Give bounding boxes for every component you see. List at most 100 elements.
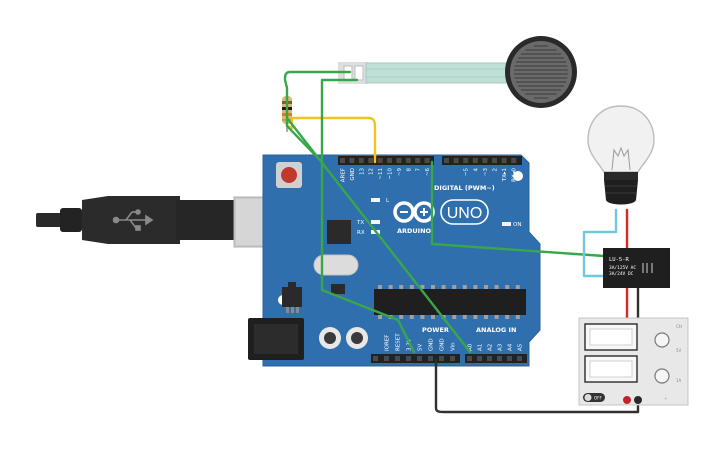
force-sensor-icon [505,36,577,108]
crystal-oscillator [313,254,359,276]
power-pin-label: GND [440,338,446,351]
top-pin-label: 4 [473,168,479,172]
analog-pin-label: A0 [468,343,474,351]
header-pin[interactable] [384,356,389,361]
header-pin[interactable] [453,158,459,163]
supply-positive-terminal[interactable] [623,396,631,404]
top-pin-label: ~3 [483,168,489,177]
header-pin[interactable] [373,356,378,361]
top-pin-label: ~6 [425,168,431,177]
mcu-pin [505,315,510,319]
force-sensor[interactable] [338,36,577,108]
wire-green-5v[interactable] [285,116,472,354]
header-pin[interactable] [450,356,455,361]
header-pin[interactable] [472,158,478,163]
top-pin-label: 7 [416,168,422,172]
header-pin[interactable] [444,158,449,163]
top-pin-label: 13 [359,168,365,175]
header-pin[interactable] [396,158,402,163]
header-pin[interactable] [415,158,421,163]
mcu-pin [420,315,425,319]
l-led [371,198,380,202]
mcu-pin [431,285,435,289]
mcu-pin [515,285,520,289]
tx-led [371,220,380,224]
mcu-pin [462,285,467,289]
header-pin[interactable] [477,356,482,361]
header-pin[interactable] [349,158,355,163]
mcu-pin [431,315,435,319]
header-pin[interactable] [387,158,392,163]
header-pin[interactable] [467,356,472,361]
wire-yellow[interactable] [285,116,377,164]
supply-negative-terminal[interactable] [634,396,642,404]
lightbulb-icon [587,105,655,205]
power-pin-label: IOREF [385,335,391,351]
top-pin-label: ~11 [378,168,384,180]
mcu-pin [452,315,457,319]
analog-pin-label: A3 [498,343,504,351]
dc-power-jack[interactable] [248,318,304,360]
supply-knob-top[interactable] [654,332,670,348]
header-pin[interactable] [439,356,444,361]
header-pin[interactable] [507,356,512,361]
header-pin[interactable] [492,158,497,163]
light-bulb[interactable] [587,105,655,205]
reset-button[interactable] [276,162,302,188]
usb-icon [112,209,154,231]
relay-rating-1: 3A/125V AC [609,265,636,271]
mcu-pin [473,285,478,289]
power-pin-label: GND [429,338,435,351]
wire-green-top[interactable] [283,70,352,162]
mcu-pin [484,315,488,319]
supply-knob-bottom[interactable] [654,368,670,384]
power-supply[interactable]: CH 5V 1A OFF + [578,317,689,406]
on-label: ON [513,222,521,228]
model-text: UNO [447,205,483,222]
header-pin[interactable] [358,158,364,163]
top-pin-label: 2 [493,168,499,172]
wire-green-a0[interactable] [320,78,416,354]
header-pin[interactable] [406,356,411,361]
top-pin-label: ~9 [397,168,403,177]
mcu-pin [494,285,499,289]
header-pin[interactable] [368,158,374,163]
top-pin-label: 8 [406,168,412,172]
header-pin[interactable] [340,158,345,163]
mcu-pin [441,285,446,289]
header-pin[interactable] [487,356,492,361]
mcu-pin [378,285,382,289]
mcu-pin [409,315,414,319]
wire-cyan[interactable] [582,208,618,278]
relay[interactable]: LU-5-R 3A/125V AC 3A/24V DC [603,248,670,288]
mcu-pin [494,315,499,319]
digital-header-right [442,156,522,165]
header-pin[interactable] [517,356,522,361]
header-pin[interactable] [417,356,422,361]
top-pin-label: ~10 [388,168,394,180]
header-pin[interactable] [428,356,433,361]
power-pin-label: Vin [451,342,457,351]
header-pin[interactable] [511,158,517,163]
arduino-uno-board[interactable]: ARDUINO UNO L TX RX ON DIGITAL (PWM~) PO… [248,154,541,367]
mcu-pin [484,285,488,289]
header-pin[interactable] [424,158,430,163]
header-pin[interactable] [463,158,469,163]
header-pin[interactable] [405,158,411,163]
digital-header-left [338,156,434,165]
usb-chip [327,220,351,244]
supply-off-switch[interactable]: OFF [583,393,605,402]
header-pin[interactable] [501,158,507,163]
mcu-pin [420,285,425,289]
header-pin[interactable] [482,158,488,163]
atmega-microcontroller [374,285,526,319]
wire-green-relay[interactable] [430,160,606,258]
wire-black[interactable] [434,358,640,414]
header-pin[interactable] [377,158,383,163]
power-pin-label: 5V [418,344,424,351]
brand-text: ARDUINO [397,227,432,235]
header-pin[interactable] [395,356,400,361]
power-pin-label: RESET [396,333,402,351]
header-pin[interactable] [497,356,502,361]
capacitors [319,327,368,349]
